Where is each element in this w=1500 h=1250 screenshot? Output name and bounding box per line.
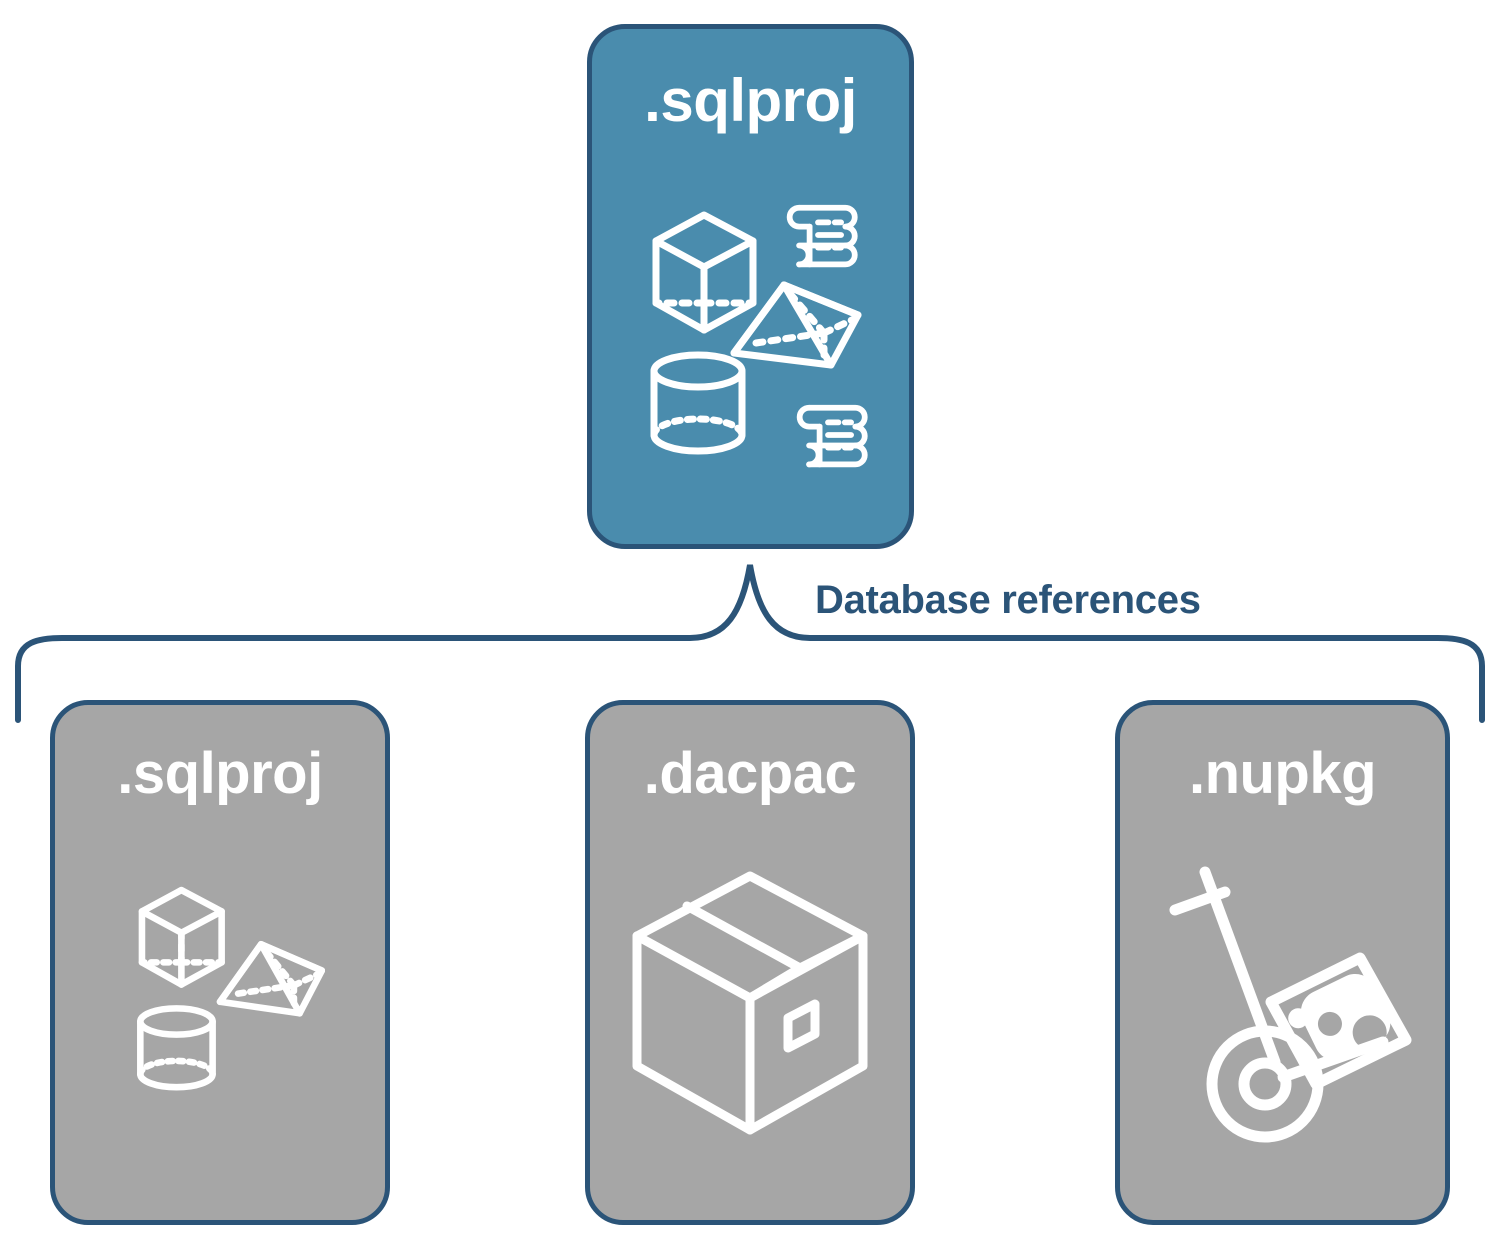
- pyramid-hidden-edges: [234, 943, 322, 1013]
- hand-truck-icon: [1169, 866, 1411, 1142]
- nuget-logo-icon: [1287, 973, 1390, 1061]
- icon-group-database-objects: [592, 131, 909, 544]
- card-label-sqlproj-root: .sqlproj: [644, 67, 857, 134]
- database-objects-icon-set: [137, 886, 325, 1090]
- card-sqlproj-root[interactable]: .sqlproj: [587, 24, 914, 549]
- card-nupkg[interactable]: .nupkg: [1115, 700, 1450, 1225]
- card-label-dacpac: .dacpac: [643, 741, 857, 806]
- nuget-package-icon: [1265, 952, 1411, 1089]
- cylinder-wireframe-icon: [137, 1004, 216, 1090]
- pyramid-hidden-edges: [752, 285, 857, 364]
- scroll-icon: [786, 204, 858, 267]
- scroll-icon: [796, 404, 868, 467]
- connector-label-database-references: Database references: [815, 578, 1201, 622]
- cylinder-hidden-edge: [650, 415, 745, 438]
- cylinder-wireframe-icon: [650, 351, 745, 454]
- cube-hidden-edges: [138, 929, 225, 966]
- database-objects-icon-set: [650, 204, 868, 467]
- icon-group-database-objects-gray: [55, 803, 385, 1220]
- card-label-nupkg: .nupkg: [1188, 741, 1377, 806]
- icon-group-hand-truck: [1120, 803, 1445, 1220]
- card-label-sqlproj-reference: .sqlproj: [117, 741, 323, 806]
- icon-group-package-box: [590, 803, 910, 1220]
- cylinder-hidden-edge: [137, 1057, 216, 1077]
- card-sqlproj-reference[interactable]: .sqlproj: [50, 700, 390, 1225]
- cube-hidden-edges: [652, 263, 756, 306]
- bracket-path: [15, 564, 1485, 723]
- card-dacpac[interactable]: .dacpac: [585, 700, 915, 1225]
- package-box-icon: [632, 871, 868, 1134]
